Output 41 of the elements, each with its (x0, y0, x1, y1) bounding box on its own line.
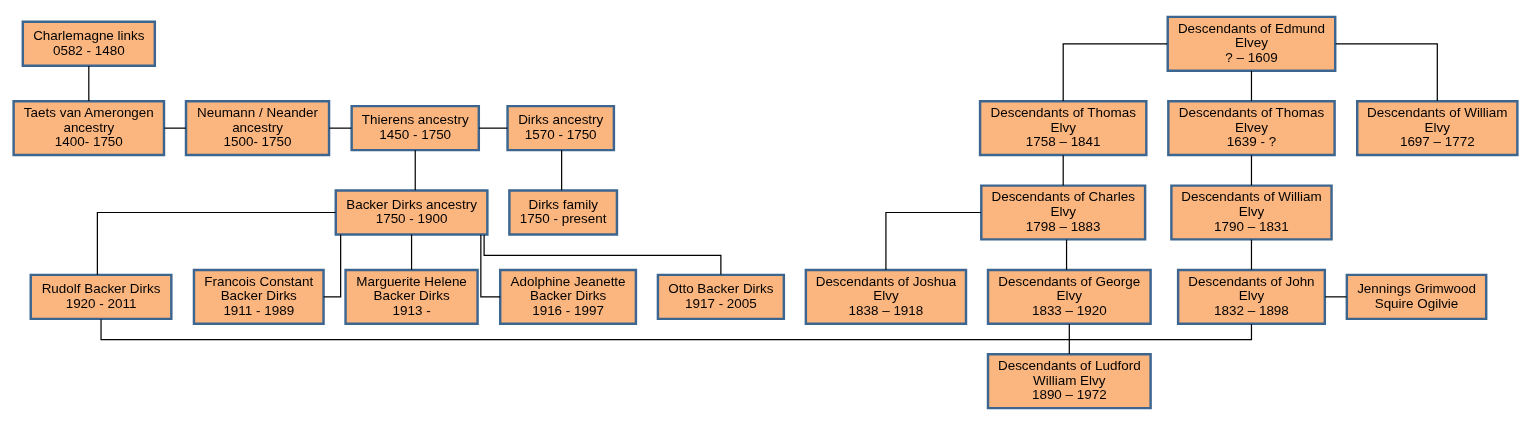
connector (1062, 154, 1064, 186)
connector (561, 149, 563, 191)
connector (410, 234, 413, 271)
connector (1062, 43, 1168, 102)
node-box: Backer Dirks ancestry 1750 - 1900 (334, 189, 489, 236)
node-box: Adolphine Jeanette Backer Dirks 1916 - 1997 (498, 268, 638, 325)
node-box: Rudolf Backer Dirks 1920 - 2011 (29, 273, 173, 321)
node-box: Neumann / Neander ancestry 1500- 1750 (184, 100, 331, 157)
node-box: Descendants of Joshua Elvy 1838 – 1918 (804, 268, 968, 325)
connector (163, 127, 187, 129)
node-box: Descendants of William Elvy 1697 – 1772 (1356, 100, 1519, 157)
node-box: Marguerite Helene Backer Dirks 1913 - (344, 268, 479, 325)
connector (885, 211, 982, 271)
node-box: Otto Backer Dirks 1917 - 2005 (656, 273, 786, 321)
node-box: Dirks ancestry 1570 - 1750 (506, 104, 616, 152)
connector (1250, 239, 1253, 271)
connector (1324, 296, 1348, 298)
node-box: Dirks family 1750 - present (508, 189, 619, 236)
connector (328, 127, 352, 129)
node-box: Descendants of Ludford William Elvy 1890 – 1972 (986, 353, 1152, 410)
connector (88, 65, 90, 102)
node-box: Descendants of Thomas Elvy 1758 – 1841 (978, 100, 1148, 157)
node-box: Thierens ancestry 1450 - 1750 (350, 104, 481, 152)
node-box: Descendants of John Elvy 1832 – 1898 (1176, 268, 1327, 325)
connector (1250, 154, 1253, 186)
connector (414, 149, 416, 191)
connector (1065, 239, 1068, 271)
node-box: Jennings Grimwood Squire Ogilvie (1345, 273, 1488, 321)
node-box: Descendants of George Elvy 1833 – 1920 (986, 268, 1152, 325)
connector (1335, 43, 1438, 102)
node-box: Descendants of William Elvy 1790 – 1831 (1170, 184, 1333, 241)
connector (1068, 323, 1070, 355)
node-box: Taets van Amerongen ancestry 1400- 1750 (12, 100, 166, 157)
connector (96, 211, 337, 276)
node-box: Descendants of Charles Elvy 1798 – 1883 (980, 184, 1147, 241)
connector (478, 127, 509, 129)
node-box: Descendants of Edmund Elvey ? – 1609 (1166, 15, 1337, 72)
node-box: Descendants of Thomas Elvey 1639 - ? (1167, 100, 1336, 157)
connector (1250, 70, 1253, 102)
node-box: Charlemagne links 0582 - 1480 (21, 20, 157, 67)
node-box: Francois Constant Backer Dirks 1911 - 1989 (192, 268, 325, 325)
